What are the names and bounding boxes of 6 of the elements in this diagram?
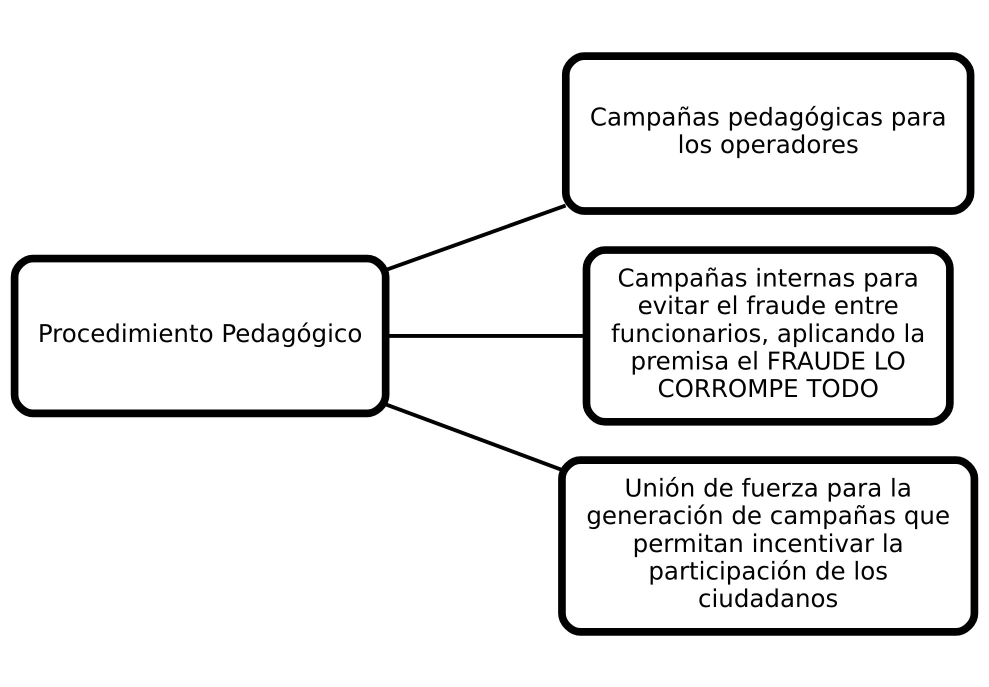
connector — [385, 402, 562, 472]
node-box: Procedimiento Pedagógico — [10, 254, 390, 417]
connector — [385, 203, 566, 272]
node-box: Unión de fuerza para la generación de campañas que permitan incentivar la participación de los ciudadanos — [558, 456, 978, 636]
node-box: Campañas internas para evitar el fraude entre funcionarios, aplicando la premisa el FRAUDE LO CORROMPE TODO — [582, 246, 954, 426]
node-box: Campañas pedagógicas para los operadores — [562, 52, 974, 214]
